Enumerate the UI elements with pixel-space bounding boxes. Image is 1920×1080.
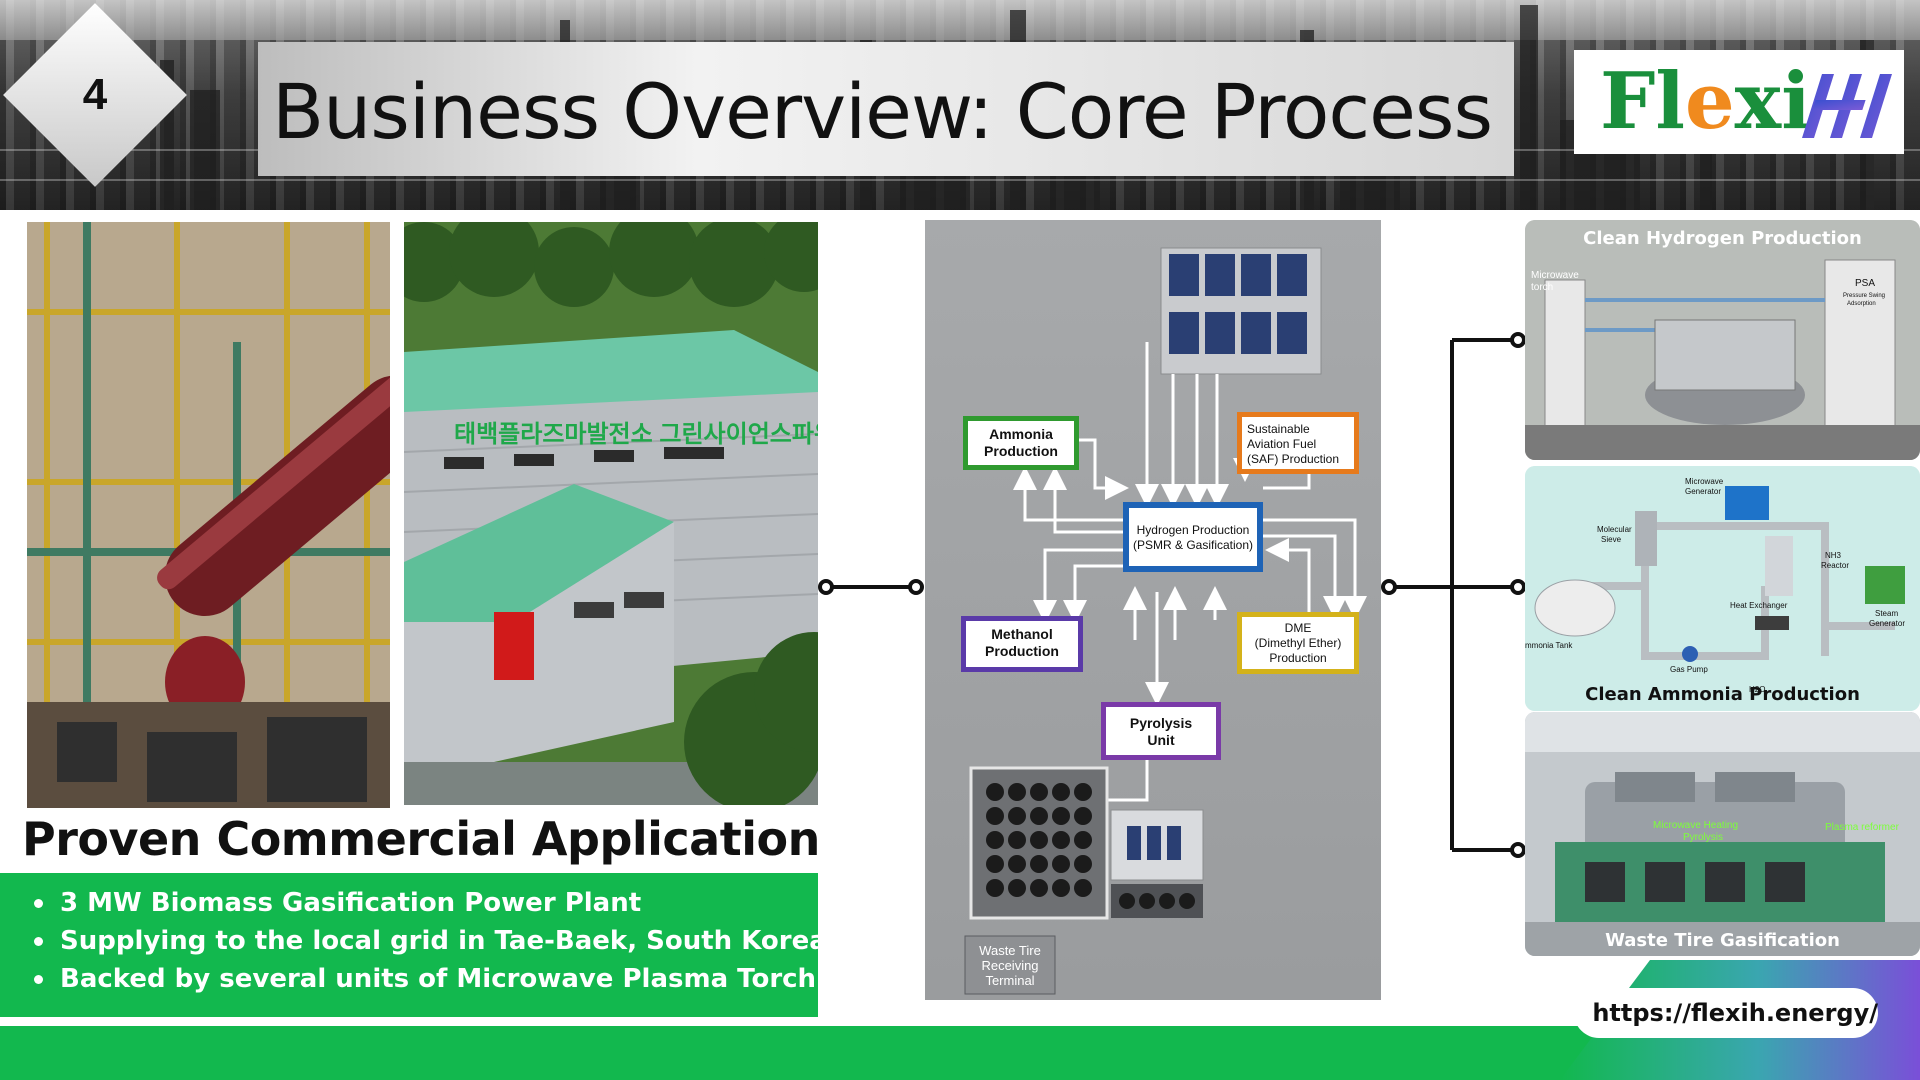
ammonia-tag-heat: Heat Exchanger	[1730, 601, 1788, 610]
clean-ammonia-label: Clean Ammonia Production	[1585, 684, 1860, 705]
dme-node-line3: Production	[1269, 651, 1326, 665]
highlight-item: Backed by several units of Microwave Pla…	[30, 960, 827, 998]
ammonia-tag-generator: Generator	[1685, 487, 1721, 496]
search-icon	[1584, 995, 1588, 1031]
tire-tag-heating2: Pyrolysis	[1683, 832, 1723, 843]
hydrogen-tag-microwave: Microwave	[1531, 270, 1579, 281]
tire-gasifier-illustration: Microwave Heating Pyrolysis Plasma refor…	[1525, 712, 1920, 956]
website-url[interactable]: https://flexih.energy/	[1592, 999, 1878, 1027]
saf-node-line3: (SAF) Production	[1247, 452, 1339, 466]
website-link[interactable]: https://flexih.energy/	[1574, 988, 1878, 1038]
highlights-panel	[0, 873, 818, 1017]
company-logo: Flexi	[1600, 56, 1811, 147]
ammonia-tag-gaspump: Gas Pump	[1670, 665, 1708, 674]
highlight-item: 3 MW Biomass Gasification Power Plant	[30, 884, 827, 922]
hydrogen-node-line2: (PSMR & Gasification)	[1133, 538, 1253, 552]
clean-hydrogen-photo: Microwave torch PSA Pressure Swing Adsor…	[1525, 220, 1920, 460]
methanol-node-line2: Production	[985, 643, 1059, 659]
highlights-list: 3 MW Biomass Gasification Power Plant Su…	[30, 884, 827, 998]
section-heading: Proven Commercial Application	[22, 812, 820, 866]
clean-hydrogen-label: Clean Hydrogen Production	[1583, 228, 1862, 249]
hydrogen-tag-psa-sub1: Pressure Swing	[1843, 293, 1885, 299]
hydrogen-node-line1: Hydrogen Production	[1137, 523, 1250, 537]
ammonia-tag-h2o: H2O	[1749, 685, 1765, 694]
waste-tire-photo: Microwave Heating Pyrolysis Plasma refor…	[1525, 712, 1920, 956]
clean-ammonia-photo: Microwave Generator Molecular Sieve NH3 …	[1525, 466, 1920, 711]
hydrogen-tag-psa-sub2: Adsorption	[1847, 301, 1876, 307]
plant-interior-photo	[27, 222, 390, 808]
power-plant-illustration: 태백플라즈마발전소 그린사이언스파워	[404, 222, 818, 805]
tire-tag-reformer: Plasma reformer	[1825, 822, 1900, 833]
saf-node-line2: Aviation Fuel	[1247, 437, 1316, 451]
page-title: Business Overview: Core Process	[272, 67, 1493, 156]
ammonia-tag-sieve2: Sieve	[1601, 535, 1622, 544]
solar-panel-icon	[1160, 247, 1322, 375]
title-box	[258, 42, 1514, 176]
terminal-label-line2: Receiving	[981, 958, 1038, 973]
power-plant-building-photo: 태백플라즈마발전소 그린사이언스파워	[404, 222, 818, 805]
highlight-item: Supplying to the local grid in Tae-Baek,…	[30, 922, 827, 960]
ammonia-tag-tank: mmonia Tank	[1525, 641, 1573, 650]
dme-node-line1: DME	[1285, 621, 1312, 635]
ammonia-node-line2: Production	[984, 443, 1058, 459]
pyrolysis-node-line1: Pyrolysis	[1130, 715, 1192, 731]
logo-h-mark-icon	[1802, 74, 1892, 138]
slide-number: 4	[82, 70, 108, 119]
ammonia-tag-reactor: Reactor	[1821, 561, 1849, 570]
plant-interior-illustration	[27, 222, 390, 808]
ammonia-node-line1: Ammonia	[989, 426, 1053, 442]
building-sign: 태백플라즈마발전소 그린사이언스파워	[454, 421, 818, 448]
ammonia-process-illustration: Microwave Generator Molecular Sieve NH3 …	[1525, 466, 1920, 711]
ammonia-tag-nh3: NH3	[1825, 551, 1842, 560]
hydrogen-tag-torch: torch	[1531, 282, 1553, 293]
methanol-node-line1: Methanol	[991, 626, 1052, 642]
microwave-generator-icon	[1725, 486, 1769, 520]
tire-tag-heating1: Microwave Heating	[1653, 820, 1738, 831]
banner-sky	[0, 0, 1920, 40]
hydrogen-lab-illustration: Microwave torch PSA Pressure Swing Adsor…	[1525, 220, 1920, 460]
ammonia-tag-steam1: Steam	[1875, 609, 1898, 618]
tire-storage-icon	[969, 766, 1109, 920]
ammonia-tag-steam2: Generator	[1869, 619, 1905, 628]
saf-node-line1: Sustainable	[1247, 422, 1310, 436]
process-diagram: Hydrogen Production (PSMR & Gasification…	[925, 220, 1381, 1000]
pyrolysis-node-line2: Unit	[1147, 732, 1175, 748]
ammonia-tag-sieve1: Molecular	[1597, 525, 1632, 534]
hydrogen-tag-psa: PSA	[1855, 278, 1875, 289]
waste-tire-label: Waste Tire Gasification	[1605, 930, 1840, 951]
shredder-unit-icon	[1110, 809, 1204, 918]
dme-node-line2: (Dimethyl Ether)	[1255, 636, 1342, 650]
ammonia-tag-microwave: Microwave	[1685, 477, 1724, 486]
terminal-label-line3: Terminal	[985, 973, 1034, 988]
terminal-label-line1: Waste Tire	[979, 943, 1041, 958]
process-flow-chart: Hydrogen Production (PSMR & Gasification…	[961, 247, 1367, 995]
